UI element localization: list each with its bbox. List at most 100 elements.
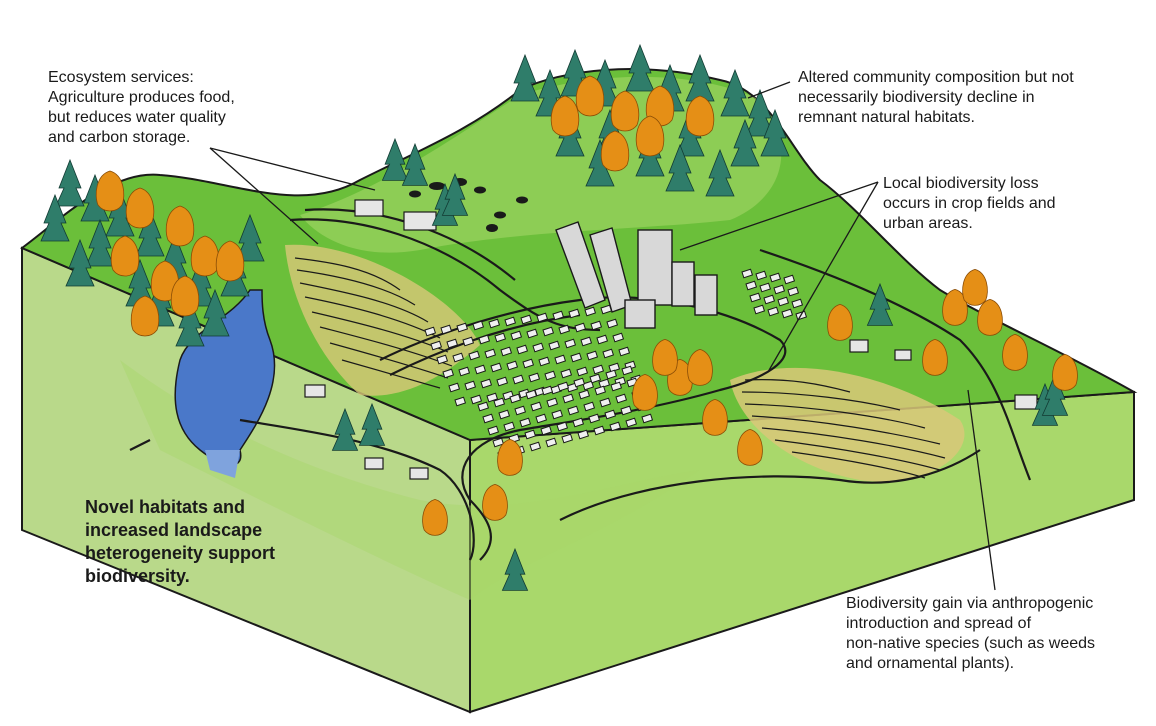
conifer-tree: [401, 142, 429, 186]
deciduous-tree: [600, 130, 630, 172]
house: [769, 272, 782, 283]
deciduous-tree: [737, 428, 763, 466]
annotation-novel-habitats: Novel habitats and increased landscape h…: [85, 497, 276, 586]
house: [486, 392, 499, 403]
house: [440, 324, 453, 335]
house: [612, 332, 625, 343]
house: [532, 342, 545, 353]
house: [506, 360, 519, 371]
conifer-tree: [510, 53, 540, 102]
house: [430, 340, 443, 351]
deciduous-tree: [635, 115, 665, 157]
deciduous-tree: [125, 187, 155, 229]
house: [500, 346, 513, 357]
house: [494, 332, 507, 343]
house: [573, 377, 586, 388]
conifer-tree: [40, 193, 70, 242]
house: [567, 405, 580, 416]
house: [588, 413, 601, 424]
deciduous-tree: [687, 348, 713, 386]
house: [741, 268, 754, 279]
house: [484, 348, 497, 359]
deciduous-tree: [130, 295, 160, 337]
house: [584, 306, 597, 317]
house: [514, 405, 527, 416]
house: [558, 324, 571, 335]
house: [552, 310, 565, 321]
house: [510, 330, 523, 341]
house: [424, 326, 437, 337]
river-outlet: [205, 450, 240, 478]
house: [605, 369, 618, 380]
deciduous-tree: [1002, 333, 1028, 371]
house: [477, 401, 490, 412]
house: [600, 304, 613, 315]
conifer-tree: [85, 218, 115, 267]
conifer-tree: [135, 208, 165, 257]
house: [583, 401, 596, 412]
conifer-tree: [675, 108, 705, 157]
house: [593, 425, 606, 436]
house: [526, 328, 539, 339]
house: [530, 401, 543, 412]
house: [767, 306, 780, 317]
house: [490, 362, 503, 373]
deciduous-tree: [1052, 353, 1078, 391]
house: [545, 437, 558, 448]
conifer-tree: [235, 213, 265, 262]
deciduous-tree: [165, 205, 195, 247]
house: [551, 409, 564, 420]
house: [516, 344, 529, 355]
deciduous-tree: [422, 498, 448, 536]
house: [524, 429, 537, 440]
house: [525, 389, 538, 400]
house: [512, 374, 525, 385]
house: [446, 338, 459, 349]
house: [548, 340, 561, 351]
house: [560, 368, 573, 379]
deciduous-tree: [962, 268, 988, 306]
conifer-tree: [760, 108, 790, 157]
deciduous-tree: [110, 235, 140, 277]
deciduous-tree: [170, 275, 200, 317]
house: [759, 282, 772, 293]
deciduous-tree: [922, 338, 948, 376]
deciduous-tree: [95, 170, 125, 212]
deciduous-tree: [482, 483, 508, 521]
house: [625, 417, 638, 428]
leader-lines: [209, 81, 996, 591]
deciduous-tree: [685, 95, 715, 137]
house: [606, 318, 619, 329]
conifer-tree: [55, 158, 85, 207]
house: [594, 385, 607, 396]
crop-field-left: [285, 244, 480, 396]
conifer-tree: [441, 172, 469, 216]
lowland-shading: [120, 360, 700, 600]
house: [561, 433, 574, 444]
house: [535, 413, 548, 424]
house: [787, 286, 800, 297]
annotation-biodiversity-gain: Biodiversity gain via anthropogenic intr…: [846, 595, 1096, 672]
house: [492, 437, 505, 448]
house: [488, 318, 501, 329]
suburban-houses: [424, 268, 808, 460]
crop-field-right: [730, 367, 965, 482]
house: [557, 381, 570, 392]
deciduous-tree: [215, 240, 245, 282]
house: [480, 378, 493, 389]
house: [448, 382, 461, 393]
house: [781, 308, 794, 319]
house: [570, 352, 583, 363]
crop-field-right-rows: [741, 379, 946, 479]
deciduous-tree: [827, 303, 853, 341]
house: [470, 394, 483, 405]
conifer-tree: [175, 298, 205, 347]
house: [529, 441, 542, 452]
conifer-tree: [705, 148, 735, 197]
house: [783, 274, 796, 285]
roads: [129, 208, 1032, 561]
house: [777, 296, 790, 307]
house: [487, 425, 500, 436]
conifer-tree: [730, 118, 760, 167]
